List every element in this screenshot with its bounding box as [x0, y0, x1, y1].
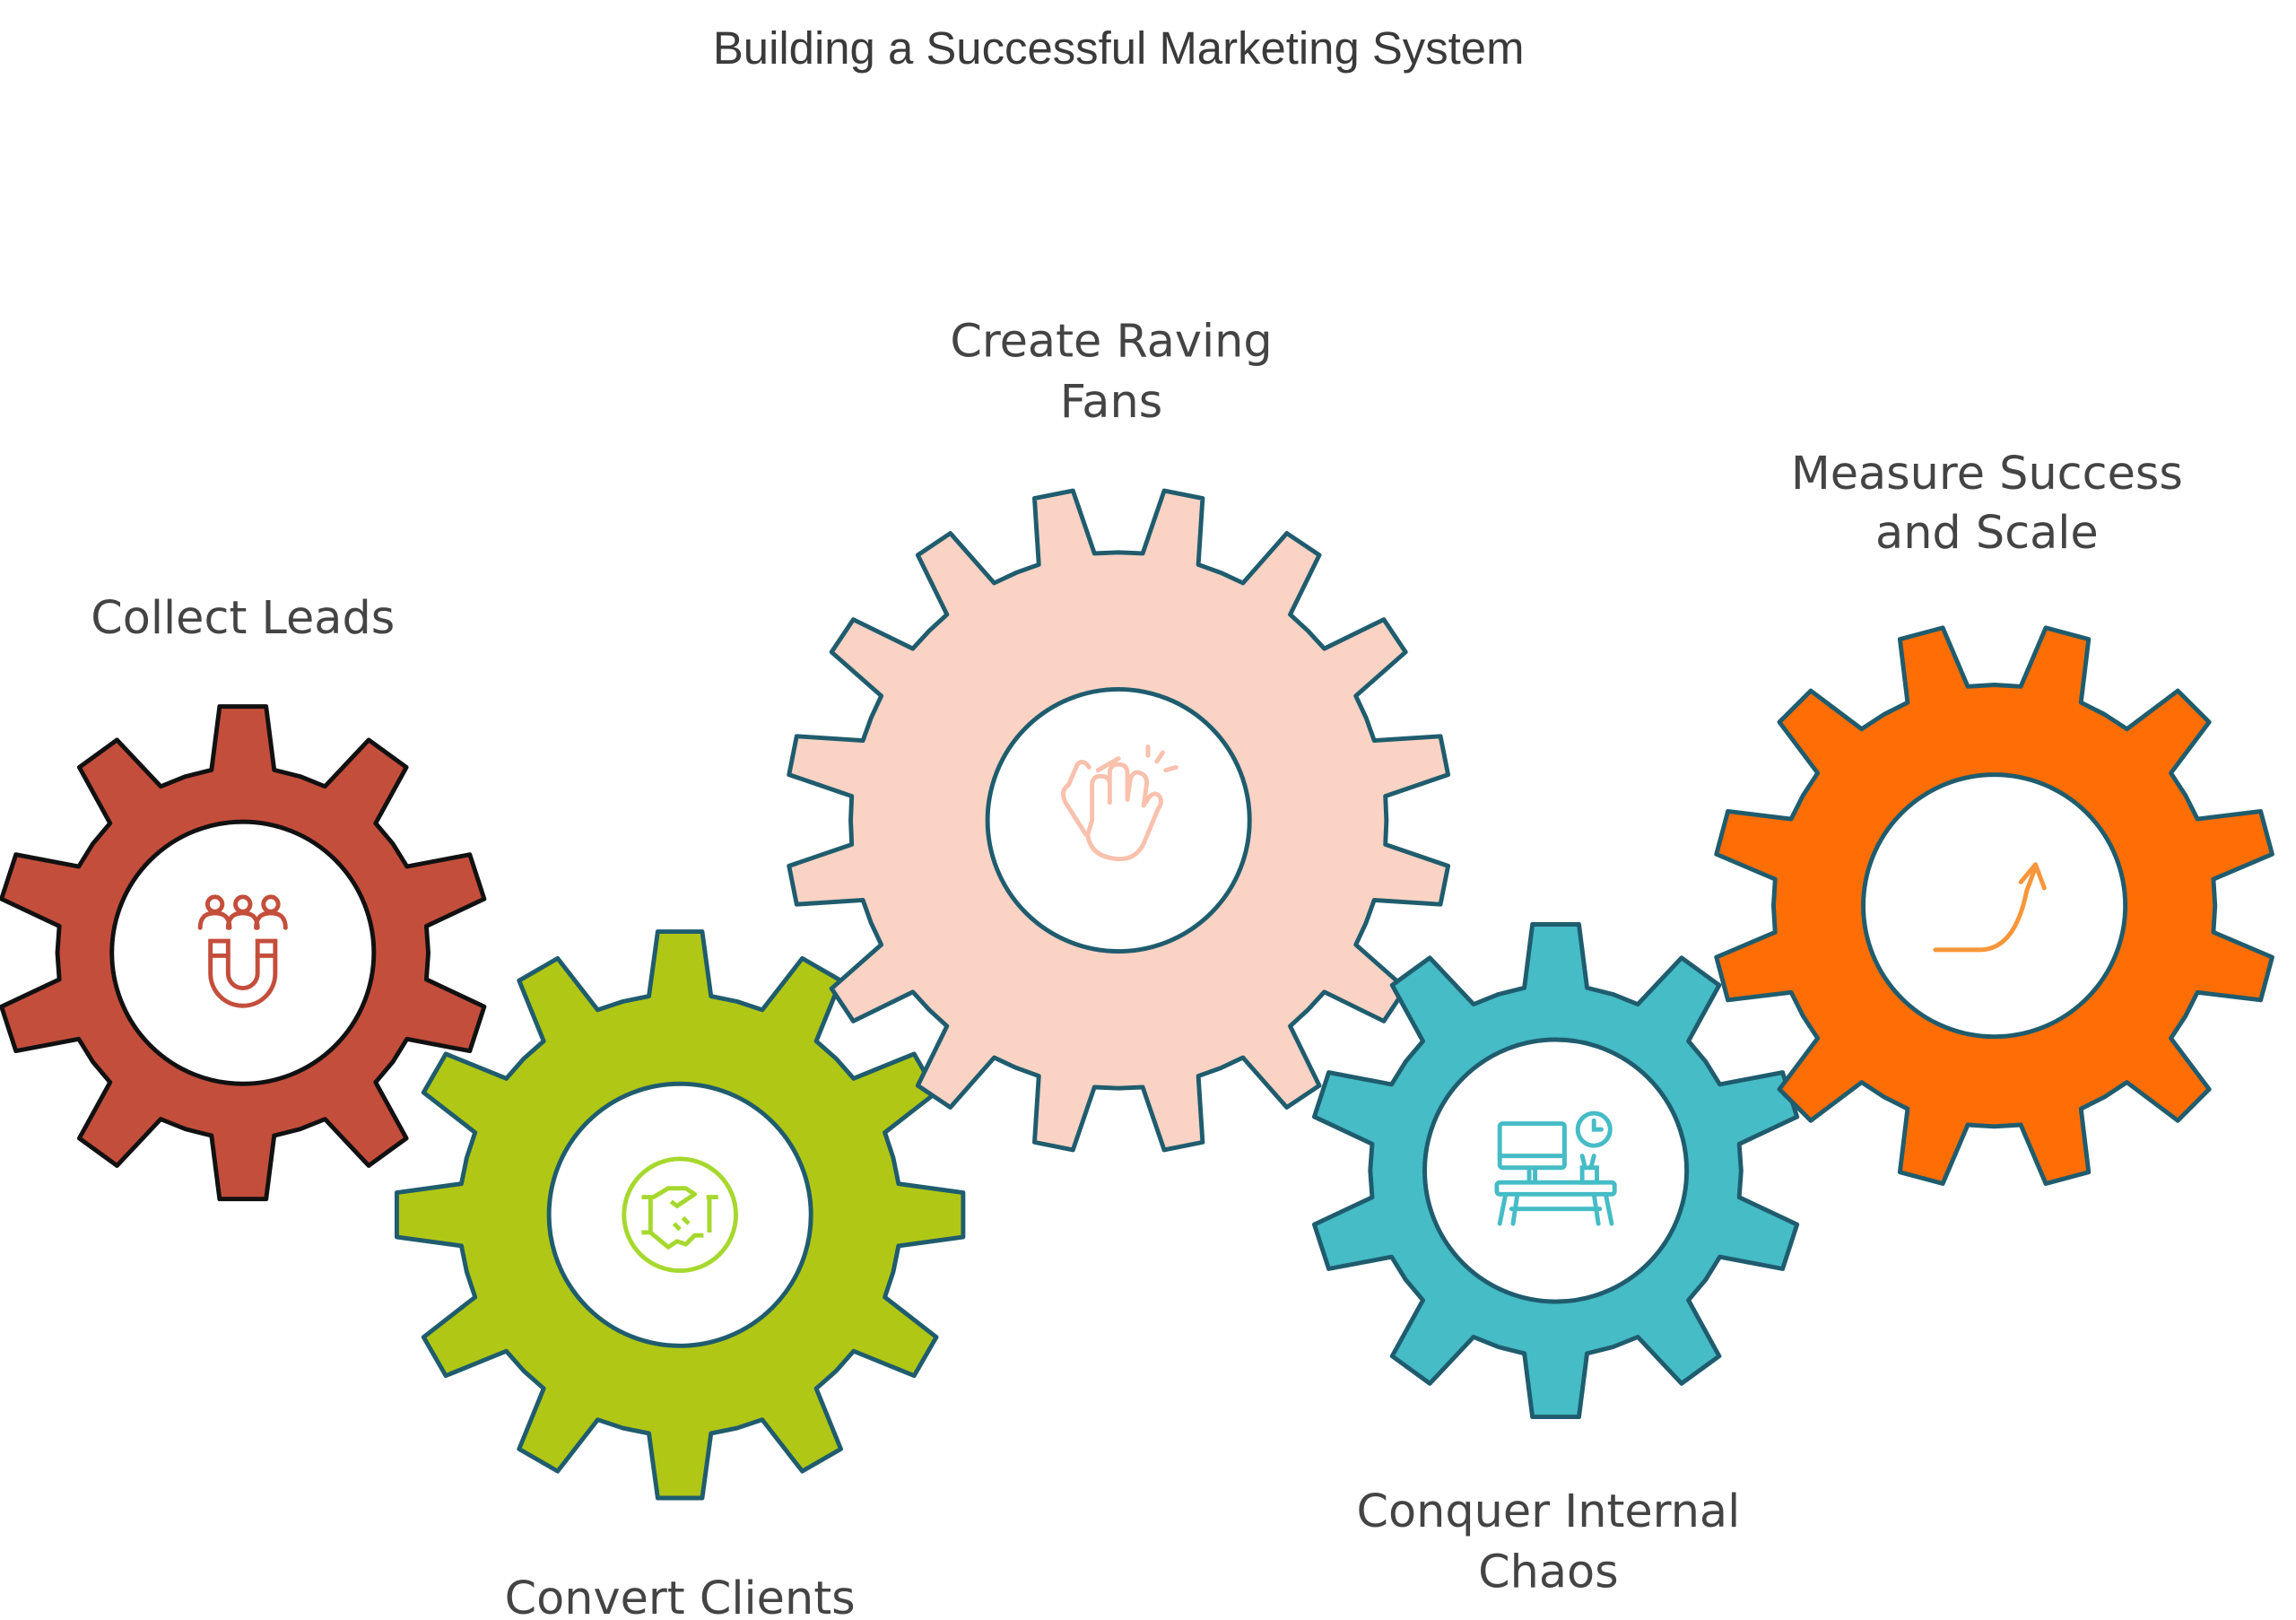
gear-hub [1422, 1037, 1690, 1304]
label-create-raving-fans-2: Fans [1060, 375, 1162, 428]
label-measure-success-1: Measure Success [1791, 447, 2183, 500]
desk-clock-icon [1494, 1110, 1617, 1226]
label-measure-success-2: and Scale [1875, 506, 2099, 559]
gear-measure-success [1714, 625, 2274, 1186]
gear-create-raving-fans [787, 488, 1451, 1153]
handshake-icon [622, 1156, 738, 1274]
gear-hub [1861, 772, 2128, 1040]
gear-conquer-internal-chaos [1311, 922, 1800, 1420]
magnet-people-icon [197, 894, 288, 1008]
diagram-title: Building a Successful Marketing System [713, 22, 1525, 74]
label-collect-leads: Collect Leads [91, 591, 395, 644]
growth-arrow-icon [1933, 862, 2047, 953]
label-conquer-chaos-2: Chaos [1478, 1545, 1619, 1598]
gear-hub [985, 686, 1252, 954]
gear-collect-leads [0, 704, 487, 1202]
gear-hub [109, 819, 377, 1086]
clapping-hands-icon [1061, 744, 1178, 862]
label-conquer-chaos-1: Conquer Internal [1356, 1485, 1740, 1537]
label-create-raving-fans-1: Create Raving [950, 315, 1272, 368]
gear-convert-clients [394, 929, 966, 1501]
label-convert-clients: Convert Clients [505, 1572, 856, 1620]
gear-hub [546, 1081, 813, 1348]
